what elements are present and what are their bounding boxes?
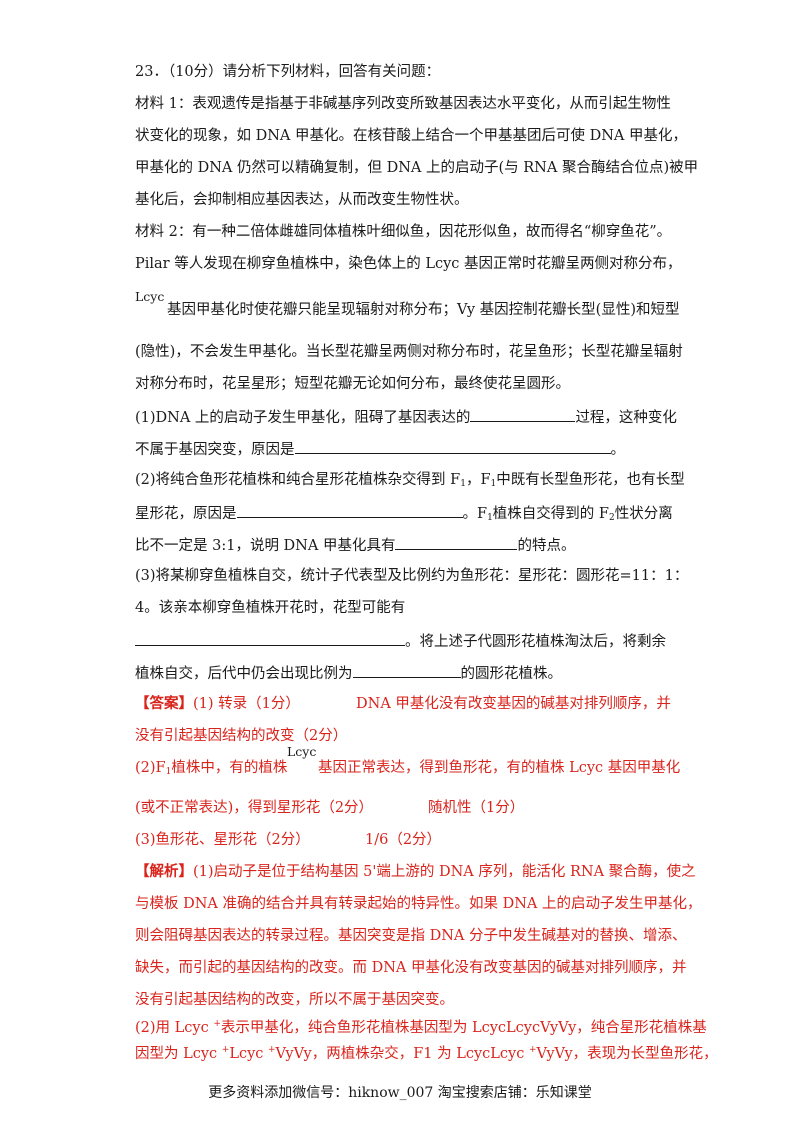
explain-line1: 【解析】(1)启动子是位于结构基因 5'端上游的 DNA 序列，能活化 RNA … xyxy=(135,863,696,880)
lcyc-label: Lcyc xyxy=(135,289,165,304)
lcyc-label-2: Lcyc xyxy=(287,744,317,759)
answer-line4: (或不正常表达)，得到星形花（2分） xyxy=(135,800,374,816)
answer-line1-b: DNA 甲基化没有改变基因的碱基对排列顺序，并 xyxy=(356,696,671,712)
explain-line3: 则会阻碍基因表达的转录过程。基因突变是指 DNA 分子中发生碱基对的替换、增添、 xyxy=(135,928,687,944)
explain-line6: (2)用 Lcyc +表示甲基化，纯合鱼形花植株基因型为 LcycLcycVyV… xyxy=(135,1019,707,1036)
part2-line2: 星形花，原因是。F1植株自交得到的 F2性状分离 xyxy=(135,502,673,528)
blank-5[interactable] xyxy=(135,630,405,646)
part3-line1: (3)将某柳穿鱼植株自交，统计子代表型及比例约为鱼形花：星形花：圆形花=11：1… xyxy=(135,568,689,584)
part3-line2: 4。该亲本柳穿鱼植株开花时，花型可能有 xyxy=(135,600,406,616)
explain-line5: 没有引起基因结构的改变，所以不属于基因突变。 xyxy=(135,992,454,1008)
material1-line3: 甲基化的 DNA 仍然可以精确复制，但 DNA 上的启动子(与 RNA 聚合酶结… xyxy=(135,160,699,176)
blank-1[interactable] xyxy=(470,406,576,422)
question-title: 23．（10分）请分析下列材料，回答有关问题： xyxy=(135,64,441,80)
answer-line3: (2)F1植株中，有的植株 xyxy=(135,760,288,777)
part1-line2: 不属于基因突变，原因是。 xyxy=(135,438,625,460)
explain-line7: 因型为 Lcyc +Lcyc +VyVy，两植株杂交，F1 为 LcycLcyc… xyxy=(135,1045,718,1062)
answer-line1: 【答案】(1) 转录（1分） xyxy=(135,695,300,712)
material2-line1: 材料 2：有一种二倍体雌雄同体植株叶细似鱼，因花形似鱼，故而得名“柳穿鱼花”。 xyxy=(135,224,672,240)
page-footer: 更多资料添加微信号：hiknow_007 淘宝搜索店铺：乐知课堂 xyxy=(208,1085,592,1101)
blank-2[interactable] xyxy=(294,438,611,454)
material1-line1: 材料 1：表观遗传是指基于非碱基序列改变所致基因表达水平变化，从而引起生物性 xyxy=(135,96,671,112)
material2-line3: 基因甲基化时使花瓣只能呈现辐射对称分布；Vy 基因控制花瓣长型(显性)和短型 xyxy=(167,302,680,318)
part3-line4: 植株自交，后代中仍会出现比例为的圆形花植株。 xyxy=(135,662,562,684)
blank-3[interactable] xyxy=(236,502,463,518)
blank-4[interactable] xyxy=(395,534,518,550)
explain-line2: 与模板 DNA 准确的结合并具有转录起始的特异性。如果 DNA 上的启动子发生甲… xyxy=(135,896,702,912)
material1-line4: 基化后，会抑制相应基因表达，从而改变生物性状。 xyxy=(135,192,469,208)
explain-line4: 缺失，而引起的基因结构的改变。而 DNA 甲基化没有改变基因的碱基对排列顺序，并 xyxy=(135,960,687,976)
part2-line3: 比不一定是 3:1，说明 DNA 甲基化具有的特点。 xyxy=(135,534,575,556)
answer-line4-b: 随机性（1分） xyxy=(428,800,525,816)
answer-tag: 【答案】 xyxy=(135,695,193,712)
part2-line1: (2)将纯合鱼形花植株和纯合星形花植株杂交得到 F1，F1中既有长型鱼形花，也有… xyxy=(135,472,685,489)
material2-line2: Pilar 等人发现在柳穿鱼植株中，染色体上的 Lcyc 基因正常时花瓣呈两侧对… xyxy=(135,256,682,272)
answer-line2: 没有引起基因结构的改变（2分） xyxy=(135,728,348,744)
answer-line3-b: 基因正常表达，得到鱼形花，有的植株 Lcyc 基因甲基化 xyxy=(318,760,681,776)
answer-line5: (3)鱼形花、星形花（2分） xyxy=(135,832,310,848)
material1-line2: 状变化的现象，如 DNA 甲基化。在核苷酸上结合一个甲基基团后可使 DNA 甲基… xyxy=(135,128,688,144)
material2-line5: 对称分布时，花呈星形；短型花瓣无论如何分布，最终使花呈圆形。 xyxy=(135,376,570,392)
explain-tag: 【解析】 xyxy=(135,863,193,880)
material2-line4: (隐性)，不会发生甲基化。当长型花瓣呈两侧对称分布时，花呈鱼形；长型花瓣呈辐射 xyxy=(135,344,683,360)
part3-line3: 。将上述子代圆形花植株淘汰后，将剩余 xyxy=(135,630,666,652)
answer-line5-b: 1/6（2分） xyxy=(365,832,442,848)
part1-line1: (1)DNA 上的启动子发生甲基化，阻碍了基因表达的过程，这种变化 xyxy=(135,406,677,428)
blank-6[interactable] xyxy=(352,662,461,678)
